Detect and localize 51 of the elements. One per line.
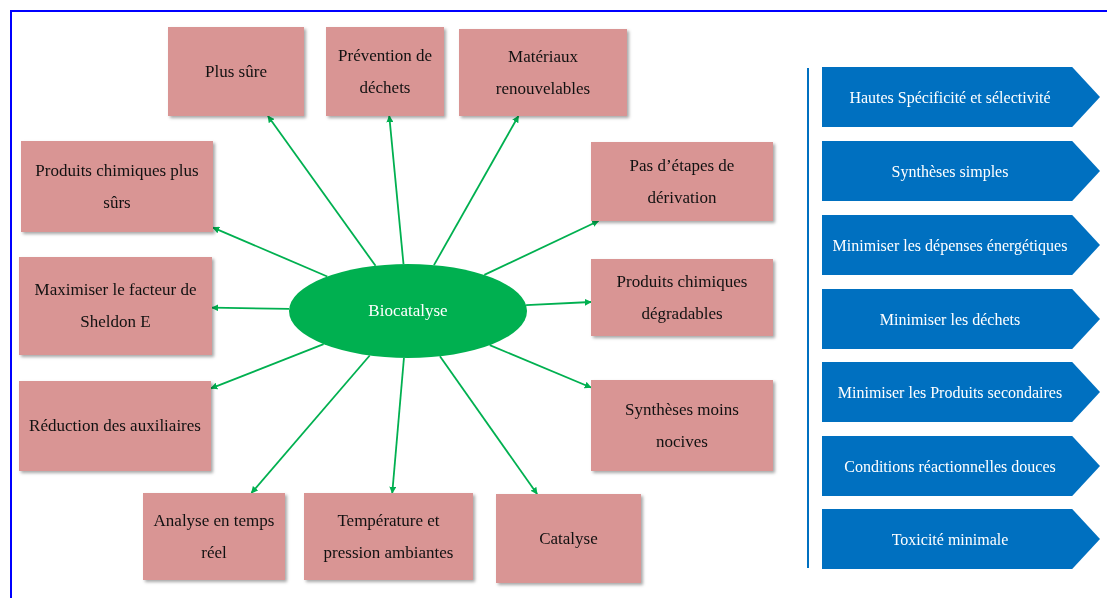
node-label: Matériaux renouvelables [494,45,592,100]
principle-box [459,29,627,116]
chevron-box [822,67,1100,127]
arrow [439,355,538,495]
arrow [483,220,600,276]
node-label: Produits chimiques dégradables [615,270,749,325]
arrow [210,343,325,390]
node-label: Prévention de déchets [337,44,433,99]
principle-box [591,259,773,336]
node-label: Synthèses moins nocives [624,398,740,453]
chevron-box [822,436,1100,496]
principle-box [19,257,212,355]
node-label: Température et pression ambiantes [322,509,455,564]
node-label: Hautes Spécificité et sélectivité [849,87,1051,108]
chevron-box [822,141,1100,201]
node-label: Maximiser le facteur de Sheldon E [33,279,198,333]
principle-box [496,494,641,583]
principle-box [168,27,304,116]
node-label: Minimiser les déchets [879,309,1021,330]
node-label: Analyse en temps réel [153,509,275,564]
node-label: Plus sûre [205,60,267,83]
principle-box [19,381,211,471]
principle-box [591,142,773,221]
chevron-box [822,215,1100,275]
arrow [389,357,405,494]
arrow [250,354,371,494]
arrow [267,115,377,267]
node-label: Synthèses simples [891,161,1009,182]
node-label: Produits chimiques plus sûrs [34,159,200,214]
chevron-box [822,289,1100,349]
arrow [212,226,329,278]
chevron-box [822,362,1100,422]
node-label: Conditions réactionnelles douces [844,456,1056,477]
arrow [488,344,592,389]
chevron-box [822,509,1100,569]
arrow [211,304,290,312]
arrow [433,115,520,267]
node-label: Minimiser les Produits secondaires [837,382,1063,403]
arrow [525,298,592,307]
principle-box [143,493,285,580]
node-label: Catalyse [539,527,598,550]
node-label: Toxicité minimale [891,529,1009,550]
principle-box [21,141,213,232]
principle-box [304,493,473,580]
node-label: Réduction des auxiliaires [29,415,201,437]
principle-box [326,27,444,116]
principle-box [591,380,773,471]
node-label: Pas d’étapes de dérivation [628,154,736,209]
node-label: Minimiser les dépenses énergétiques [832,235,1068,256]
node-label: Biocatalyse [368,301,448,321]
arrow [386,115,405,265]
